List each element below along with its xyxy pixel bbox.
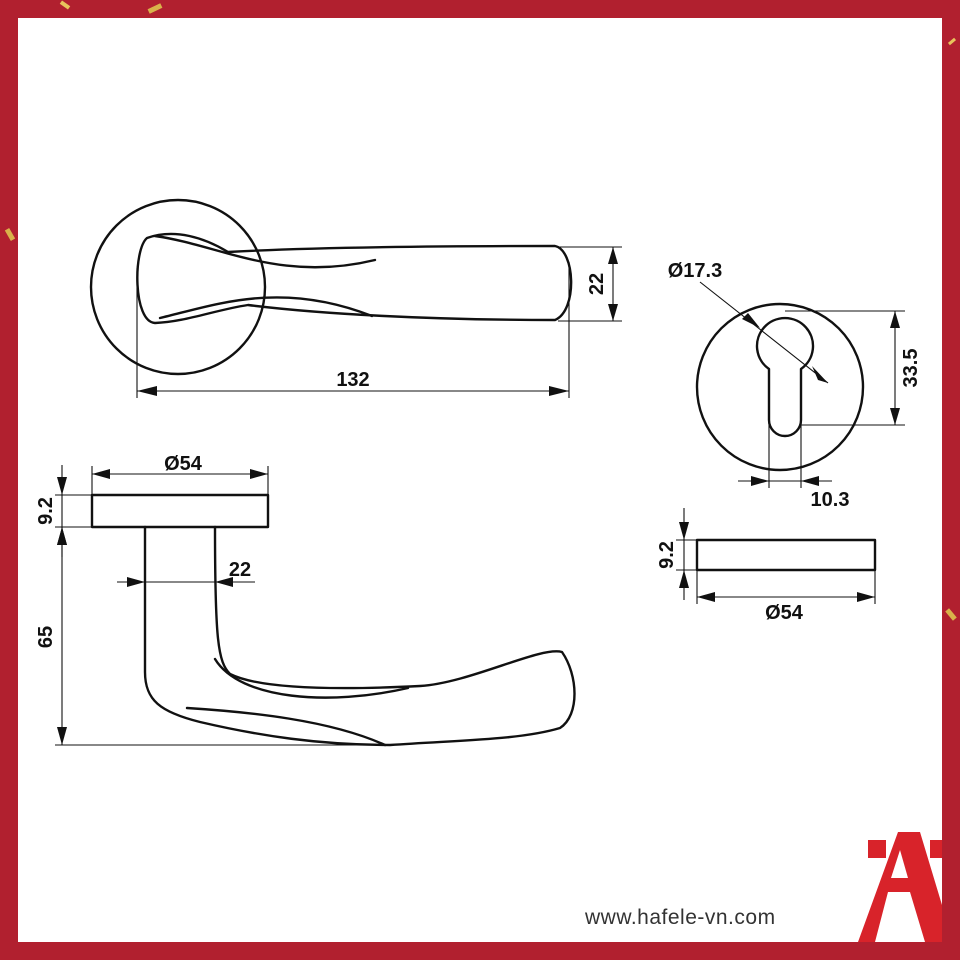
dim-rose-dia: Ø54 (164, 453, 203, 475)
lever-top-view: 132 22 (89, 198, 622, 398)
drawing-sheet (18, 18, 942, 942)
lever-inner-curve-bottom (158, 296, 374, 320)
escutcheon-side-view: 9.2 Ø54 (656, 508, 877, 624)
dim-neck-22: 22 (229, 559, 251, 581)
dim-hole-dia: Ø17.3 (668, 260, 722, 282)
dim-height-33-5: 33.5 (900, 349, 922, 388)
rose-side-outline (90, 493, 270, 529)
dim-projection-65: 65 (35, 626, 57, 648)
lever-side-outline (143, 525, 576, 747)
lever-side-inner-curve-1 (185, 706, 387, 747)
website-url: www.hafele-vn.com (585, 906, 776, 929)
escutcheon-front-view: Ø17.3 33.5 10.3 (668, 260, 922, 511)
dim-rose-thickness: 9.2 (35, 497, 57, 525)
dim-height-22: 22 (586, 273, 608, 295)
dim-offset-10-3: 10.3 (811, 489, 850, 511)
hafele-logo-icon (858, 832, 942, 942)
lever-side-inner-curve-2 (213, 657, 410, 699)
lever-top-outline (136, 232, 573, 325)
dim-length-132: 132 (336, 369, 369, 391)
dim-escutcheon-dia: Ø54 (765, 602, 804, 624)
keyhole-cutout (755, 316, 815, 438)
dim-escutcheon-thickness: 9.2 (656, 541, 678, 569)
lever-side-view: Ø54 9.2 65 22 (35, 453, 576, 747)
escutcheon-outline (695, 302, 865, 472)
lever-inner-curve-top (153, 234, 377, 269)
escutcheon-side-outline (695, 538, 877, 572)
rose-outline (89, 198, 267, 376)
